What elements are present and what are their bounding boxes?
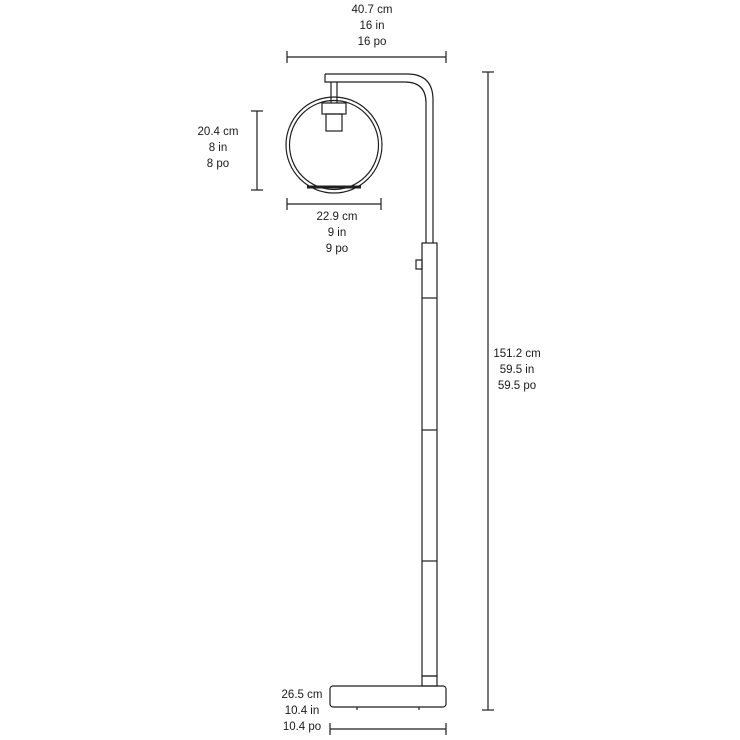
overall-height-label: 151.2 cm 59.5 in 59.5 po	[482, 346, 552, 394]
shade-width-cm: 22.9 cm	[316, 211, 358, 223]
globe-shade	[285, 96, 383, 194]
base-width-in: 10.4 in	[284, 705, 320, 717]
overall-height-cm: 151.2 cm	[493, 348, 541, 360]
base-width-cm: 26.5 cm	[281, 689, 323, 701]
shade-height-dimension-line	[251, 110, 263, 191]
shade-rod	[330, 82, 338, 103]
switch-icon	[415, 259, 423, 270]
shade-height-label: 20.4 cm 8 in 8 po	[178, 124, 258, 172]
overall-width-dimension-line	[286, 51, 447, 63]
overall-height-dimension-line	[482, 71, 494, 711]
overall-width-po: 16 po	[357, 36, 387, 48]
shade-width-in: 9 in	[327, 227, 347, 239]
overall-height-in: 59.5 in	[499, 364, 535, 376]
overall-width-cm: 40.7 cm	[351, 4, 393, 16]
shade-height-po: 8 po	[206, 158, 230, 170]
shade-height-in: 8 in	[208, 142, 228, 154]
lamp-arm	[324, 73, 434, 243]
overall-width-in: 16 in	[359, 20, 385, 32]
lamp-pole	[421, 242, 438, 677]
base-width-label: 26.5 cm 10.4 in 10.4 po	[262, 687, 342, 735]
lamp-base	[329, 675, 447, 710]
shade-width-label: 22.9 cm 9 in 9 po	[287, 209, 387, 257]
shade-width-po: 9 po	[325, 243, 349, 255]
base-width-po: 10.4 po	[282, 721, 322, 733]
shade-width-dimension-line	[286, 198, 382, 210]
shade-height-cm: 20.4 cm	[197, 126, 239, 138]
overall-width-label: 40.7 cm 16 in 16 po	[322, 2, 422, 50]
overall-height-po: 59.5 po	[497, 380, 537, 392]
base-width-dimension-line	[329, 723, 447, 735]
